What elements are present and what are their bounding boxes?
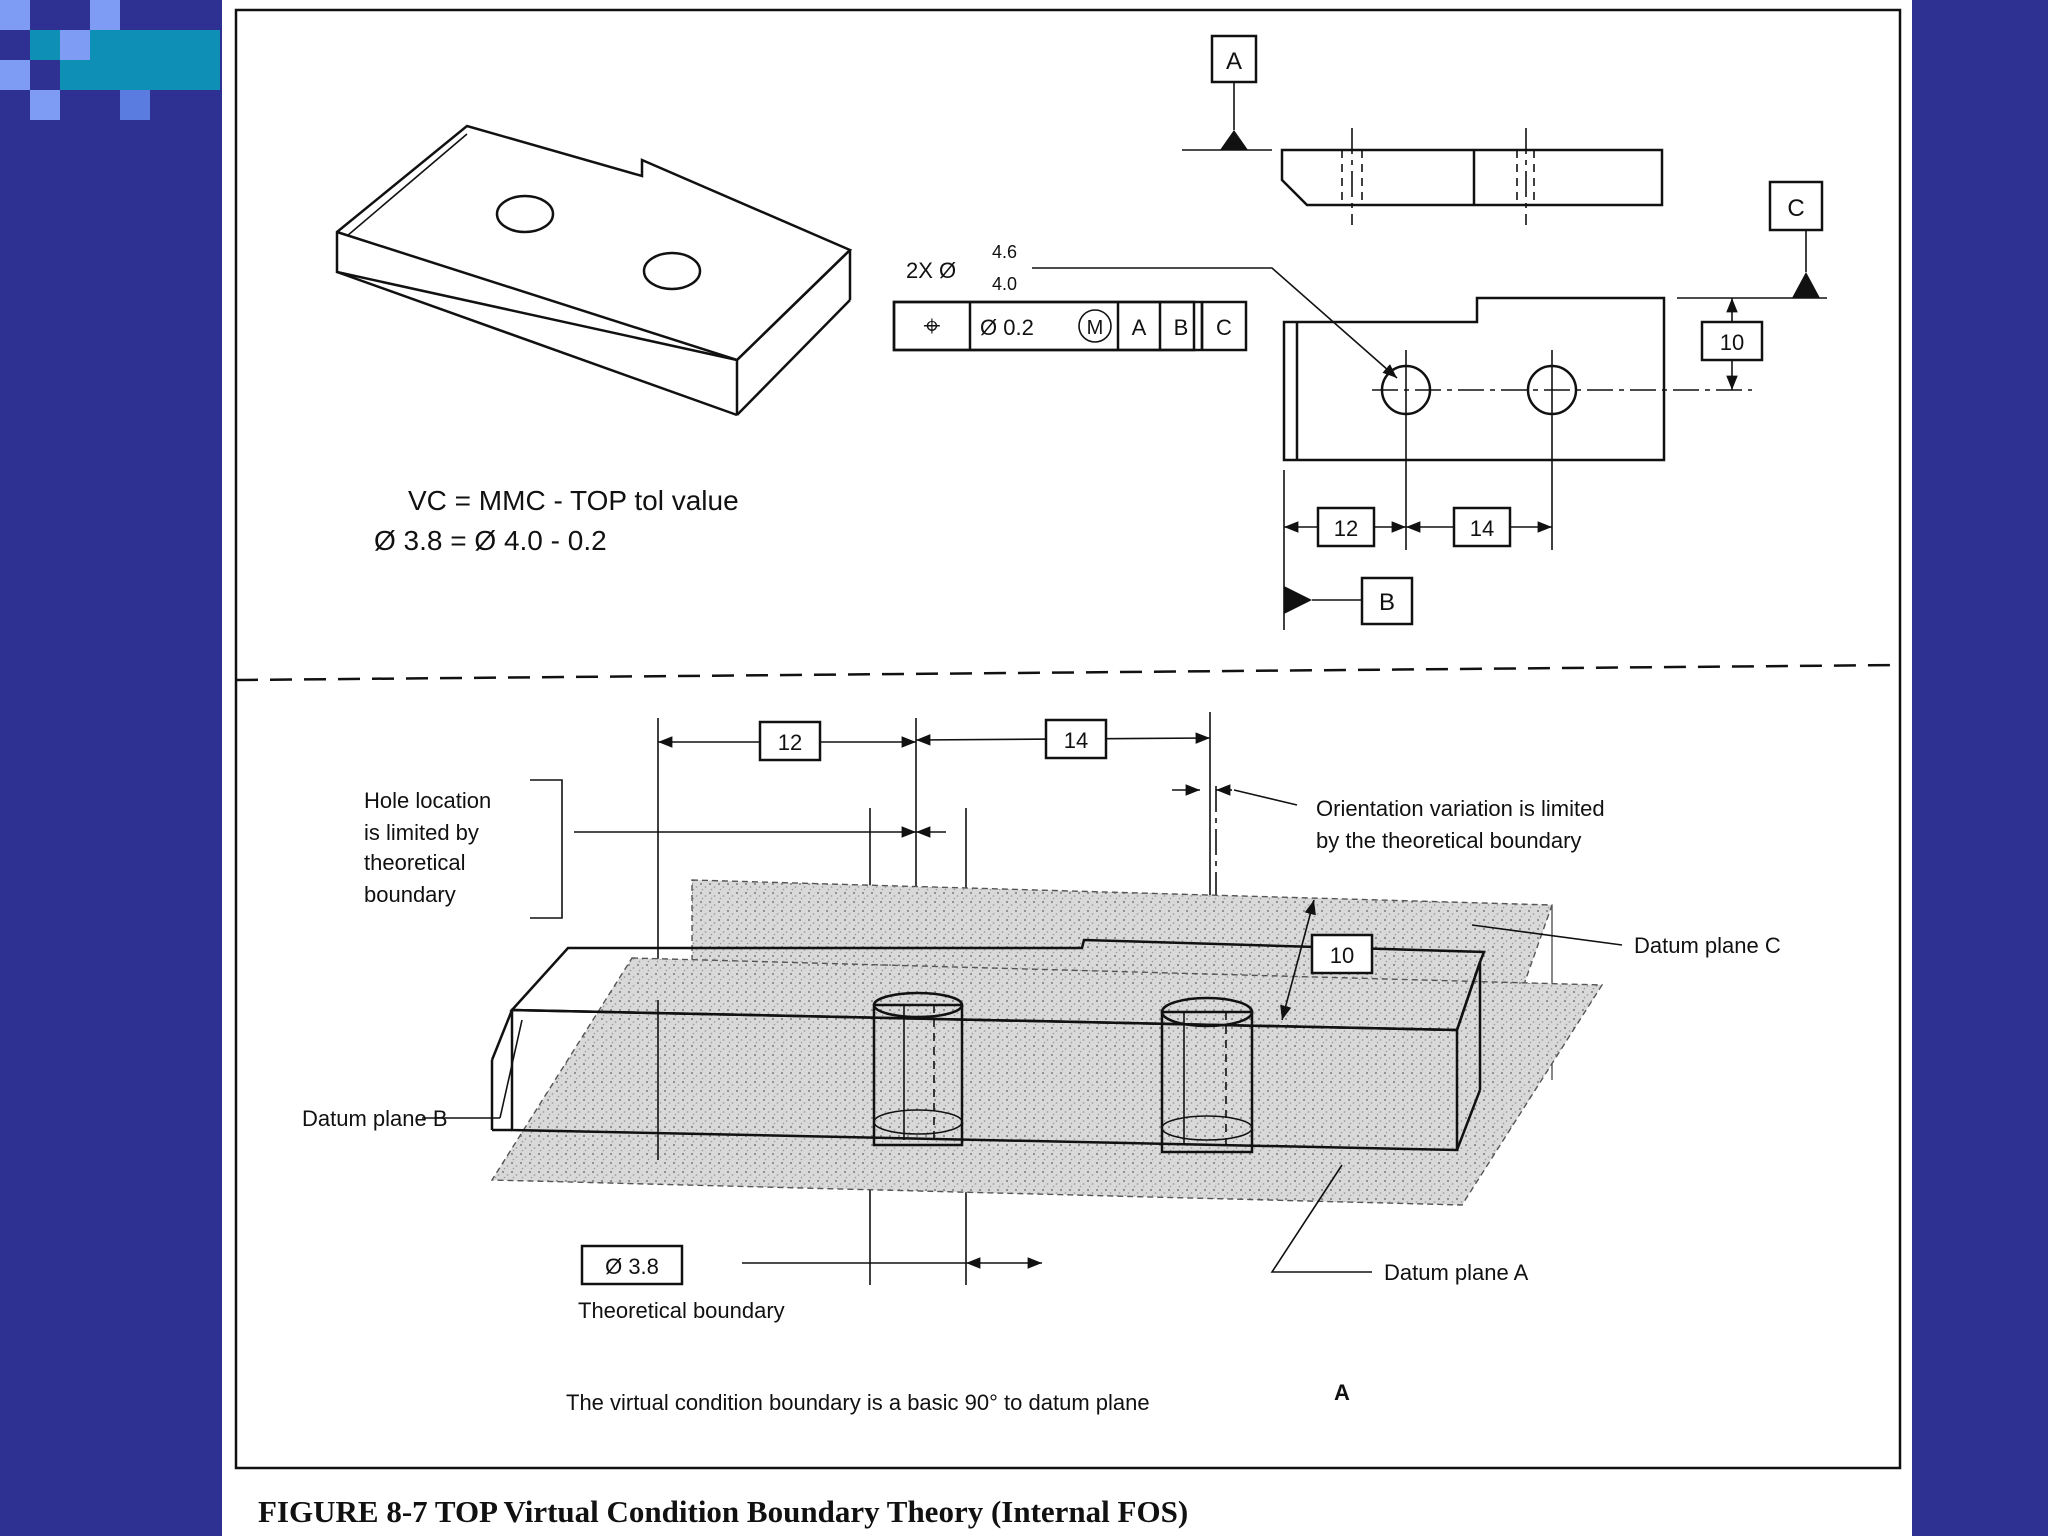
datum-b-box — [1360, 576, 1414, 626]
orientation-line-1: Orientation variation is limited — [1316, 796, 1605, 821]
bottom-dim-10-box — [1310, 933, 1374, 975]
bottom-dim-10-label: 10 — [1330, 943, 1354, 968]
hole-location-line-2: is limited by — [364, 820, 479, 845]
fcf-datum-3: C — [1216, 315, 1232, 340]
section-view: 10 — [490, 879, 1604, 1206]
dim-14-label: 14 — [1470, 516, 1494, 541]
isometric-part — [335, 124, 853, 417]
bottom-dim-14-box — [1044, 718, 1108, 760]
fcf-datum-2: B — [1174, 315, 1189, 340]
dim-12-label: 12 — [1334, 516, 1358, 541]
formula-line-1: VC = MMC - TOP tol value — [408, 485, 739, 516]
datum-plane-a-label: Datum plane A — [1384, 1260, 1529, 1285]
figure-page: A C 10 12 14 B 2X Ø 4.6 — [222, 0, 1912, 1536]
fcf-modifier: M — [1087, 317, 1104, 339]
dim-14-box — [1452, 506, 1512, 548]
side-view: A — [1182, 34, 1664, 225]
hole-location-line-4: boundary — [364, 882, 456, 907]
feature-control-frame — [892, 300, 1196, 352]
orientation-note: Orientation variation is limited by the … — [1233, 789, 1605, 853]
datum-c-label: C — [1787, 195, 1804, 222]
position-symbol-icon: ⌖ — [924, 310, 941, 343]
section-divider — [235, 663, 1901, 682]
dim-10-label: 10 — [1720, 330, 1744, 355]
fcf-tolerance: Ø 0.2 — [980, 315, 1034, 340]
datum-a-box — [1210, 34, 1258, 84]
dim-12-box — [1316, 506, 1376, 548]
hole-size-upper: 4.6 — [992, 242, 1017, 262]
datum-plane-b-label: Datum plane B — [302, 1106, 448, 1131]
front-view: C 10 12 14 B — [1282, 180, 1827, 630]
hole-location-line-3: theoretical — [364, 850, 466, 875]
boundary-size-label: Ø 3.8 — [605, 1254, 659, 1279]
hole-location-note: Hole location is limited by theoretical … — [364, 779, 563, 919]
bottom-dim-12-box — [758, 720, 822, 762]
bottom-dim-14-label: 14 — [1064, 728, 1088, 753]
bottom-dim-12-label: 12 — [778, 730, 802, 755]
datum-a-label: A — [1226, 48, 1242, 75]
figure-border — [234, 8, 1902, 1470]
hole-callout: 2X Ø 4.6 4.0 ⌖ Ø 0.2 M A B C — [892, 242, 1398, 379]
corner-decoration — [0, 0, 220, 120]
footnote: The virtual condition boundary is a basi… — [566, 1390, 1150, 1415]
datum-plane-c-label: Datum plane C — [1634, 933, 1781, 958]
tolerance-drawing: A C 10 12 14 B 2X Ø 4.6 — [234, 8, 1902, 1529]
footnote-datum: A — [1334, 1380, 1350, 1405]
bottom-dimensions: 12 14 — [574, 712, 1232, 1285]
fcf-datum-1: A — [1132, 315, 1147, 340]
formula-line-2: Ø 3.8 = Ø 4.0 - 0.2 — [374, 525, 607, 556]
dim-10-box — [1700, 320, 1764, 362]
hole-size-lower: 4.0 — [992, 274, 1017, 294]
figure-caption: FIGURE 8-7 TOP Virtual Condition Boundar… — [258, 1494, 1188, 1529]
datum-b-label: B — [1379, 589, 1395, 616]
boundary-label: Theoretical boundary — [578, 1298, 785, 1323]
boundary-size-box — [580, 1244, 684, 1286]
hole-location-line-1: Hole location — [364, 788, 491, 813]
orientation-line-2: by the theoretical boundary — [1316, 828, 1581, 853]
hole-count-label: 2X Ø — [906, 258, 956, 283]
datum-c-box — [1768, 180, 1824, 232]
mmc-modifier-icon — [1078, 309, 1112, 343]
